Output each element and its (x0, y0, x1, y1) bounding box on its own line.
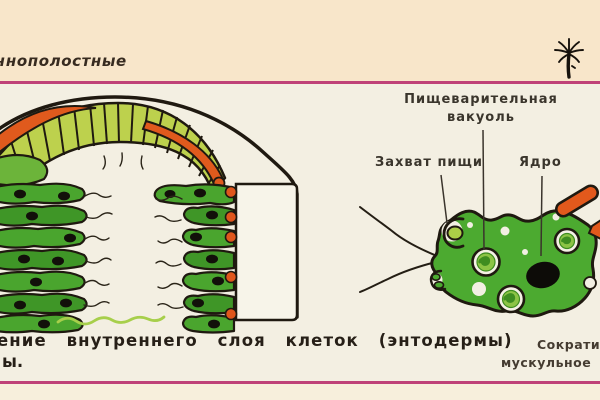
left-cell-column (0, 182, 88, 334)
leader-lines (440, 129, 543, 257)
digestive-cell-figure (359, 129, 600, 318)
cavity-floor-wave (56, 315, 166, 326)
label-food-capture: Захват пищи (375, 155, 484, 170)
muscle-base-dots (224, 185, 238, 321)
cutaway-panel (234, 182, 299, 322)
right-cell-column (153, 183, 236, 334)
label-digestive-vacuole-line2: вакуоль (447, 110, 515, 125)
header-divider-line (0, 81, 600, 84)
label-muscle-fiber-line1: Сократи (537, 337, 600, 352)
cytoplasm-bubbles (467, 213, 560, 296)
hydra-icon (554, 38, 584, 79)
figure-caption-line1: ение внутреннего слоя клеток (энтодермы) (0, 331, 513, 350)
label-muscle-fiber-line2: мускульное (501, 355, 592, 370)
nucleus (526, 261, 560, 289)
outer-wall-outline (0, 95, 299, 319)
food-particle (446, 225, 464, 241)
footer-background (0, 381, 600, 400)
cell-flagella (359, 206, 438, 293)
contractile-muscle-fiber (554, 184, 600, 240)
pseudopods (427, 269, 447, 291)
chapter-header: чнополостные (0, 52, 127, 70)
digestive-vacuoles (471, 227, 581, 314)
flagella (83, 152, 184, 309)
figure-caption-line2: ы. (2, 352, 24, 371)
vacuole-small (583, 276, 597, 290)
label-digestive-vacuole-line1: Пищеварительная (404, 92, 558, 107)
cell-nuclei (14, 188, 224, 329)
footer-divider-line (0, 381, 600, 384)
endoderm-cell (0, 153, 49, 187)
label-nucleus: Ядро (519, 155, 562, 170)
food-capture-site (441, 217, 465, 249)
left-muscle-layer (0, 104, 97, 153)
body-wall-cross-section (0, 95, 299, 334)
